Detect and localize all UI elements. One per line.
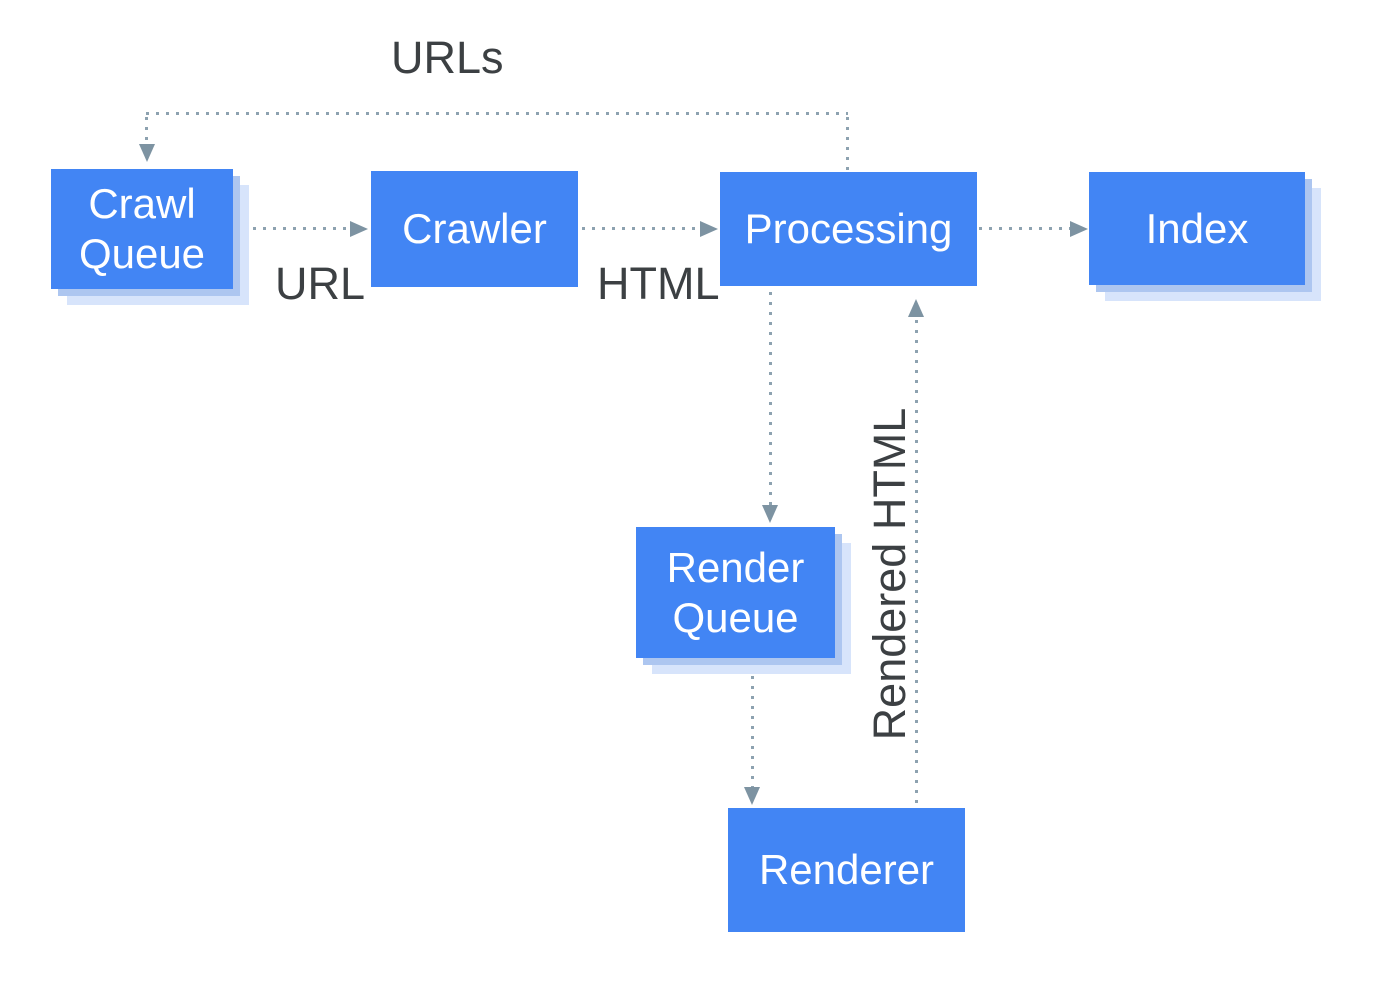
arrowhead-into-index-icon xyxy=(1070,221,1088,237)
label-html: HTML xyxy=(597,258,720,309)
edge-crawlqueue-to-crawler-line xyxy=(253,227,350,230)
edge-processing-to-renderqueue-line xyxy=(769,292,772,505)
node-renderer: Renderer xyxy=(728,808,965,932)
edge-processing-feedback-horizontal-segment xyxy=(146,112,848,115)
node-crawler: Crawler xyxy=(371,171,578,287)
arrowhead-into-processing-icon xyxy=(700,221,718,237)
edge-renderqueue-to-renderer-line xyxy=(751,676,754,787)
arrowhead-into-crawler-icon xyxy=(350,221,368,237)
label-url: URL xyxy=(275,258,366,309)
label-urls: URLs xyxy=(391,32,504,83)
edge-crawler-to-processing-line xyxy=(582,227,700,230)
edge-processing-to-index-line xyxy=(979,227,1070,230)
arrowhead-into-processing-bottom-icon xyxy=(908,299,924,317)
arrowhead-into-renderer-icon xyxy=(744,787,760,805)
node-index: Index xyxy=(1089,172,1305,285)
edge-processing-feedback-up-segment xyxy=(846,117,849,172)
edge-renderer-to-processing-line xyxy=(915,320,918,807)
node-render-queue: Render Queue xyxy=(636,527,835,658)
label-rendered-html: Rendered HTML xyxy=(864,407,915,741)
arrowhead-into-render-queue-icon xyxy=(762,505,778,523)
arrowhead-into-crawl-queue-icon xyxy=(139,144,155,162)
node-crawl-queue: Crawl Queue xyxy=(51,169,233,289)
edge-processing-feedback-down-segment xyxy=(145,117,148,144)
node-processing: Processing xyxy=(720,172,977,286)
